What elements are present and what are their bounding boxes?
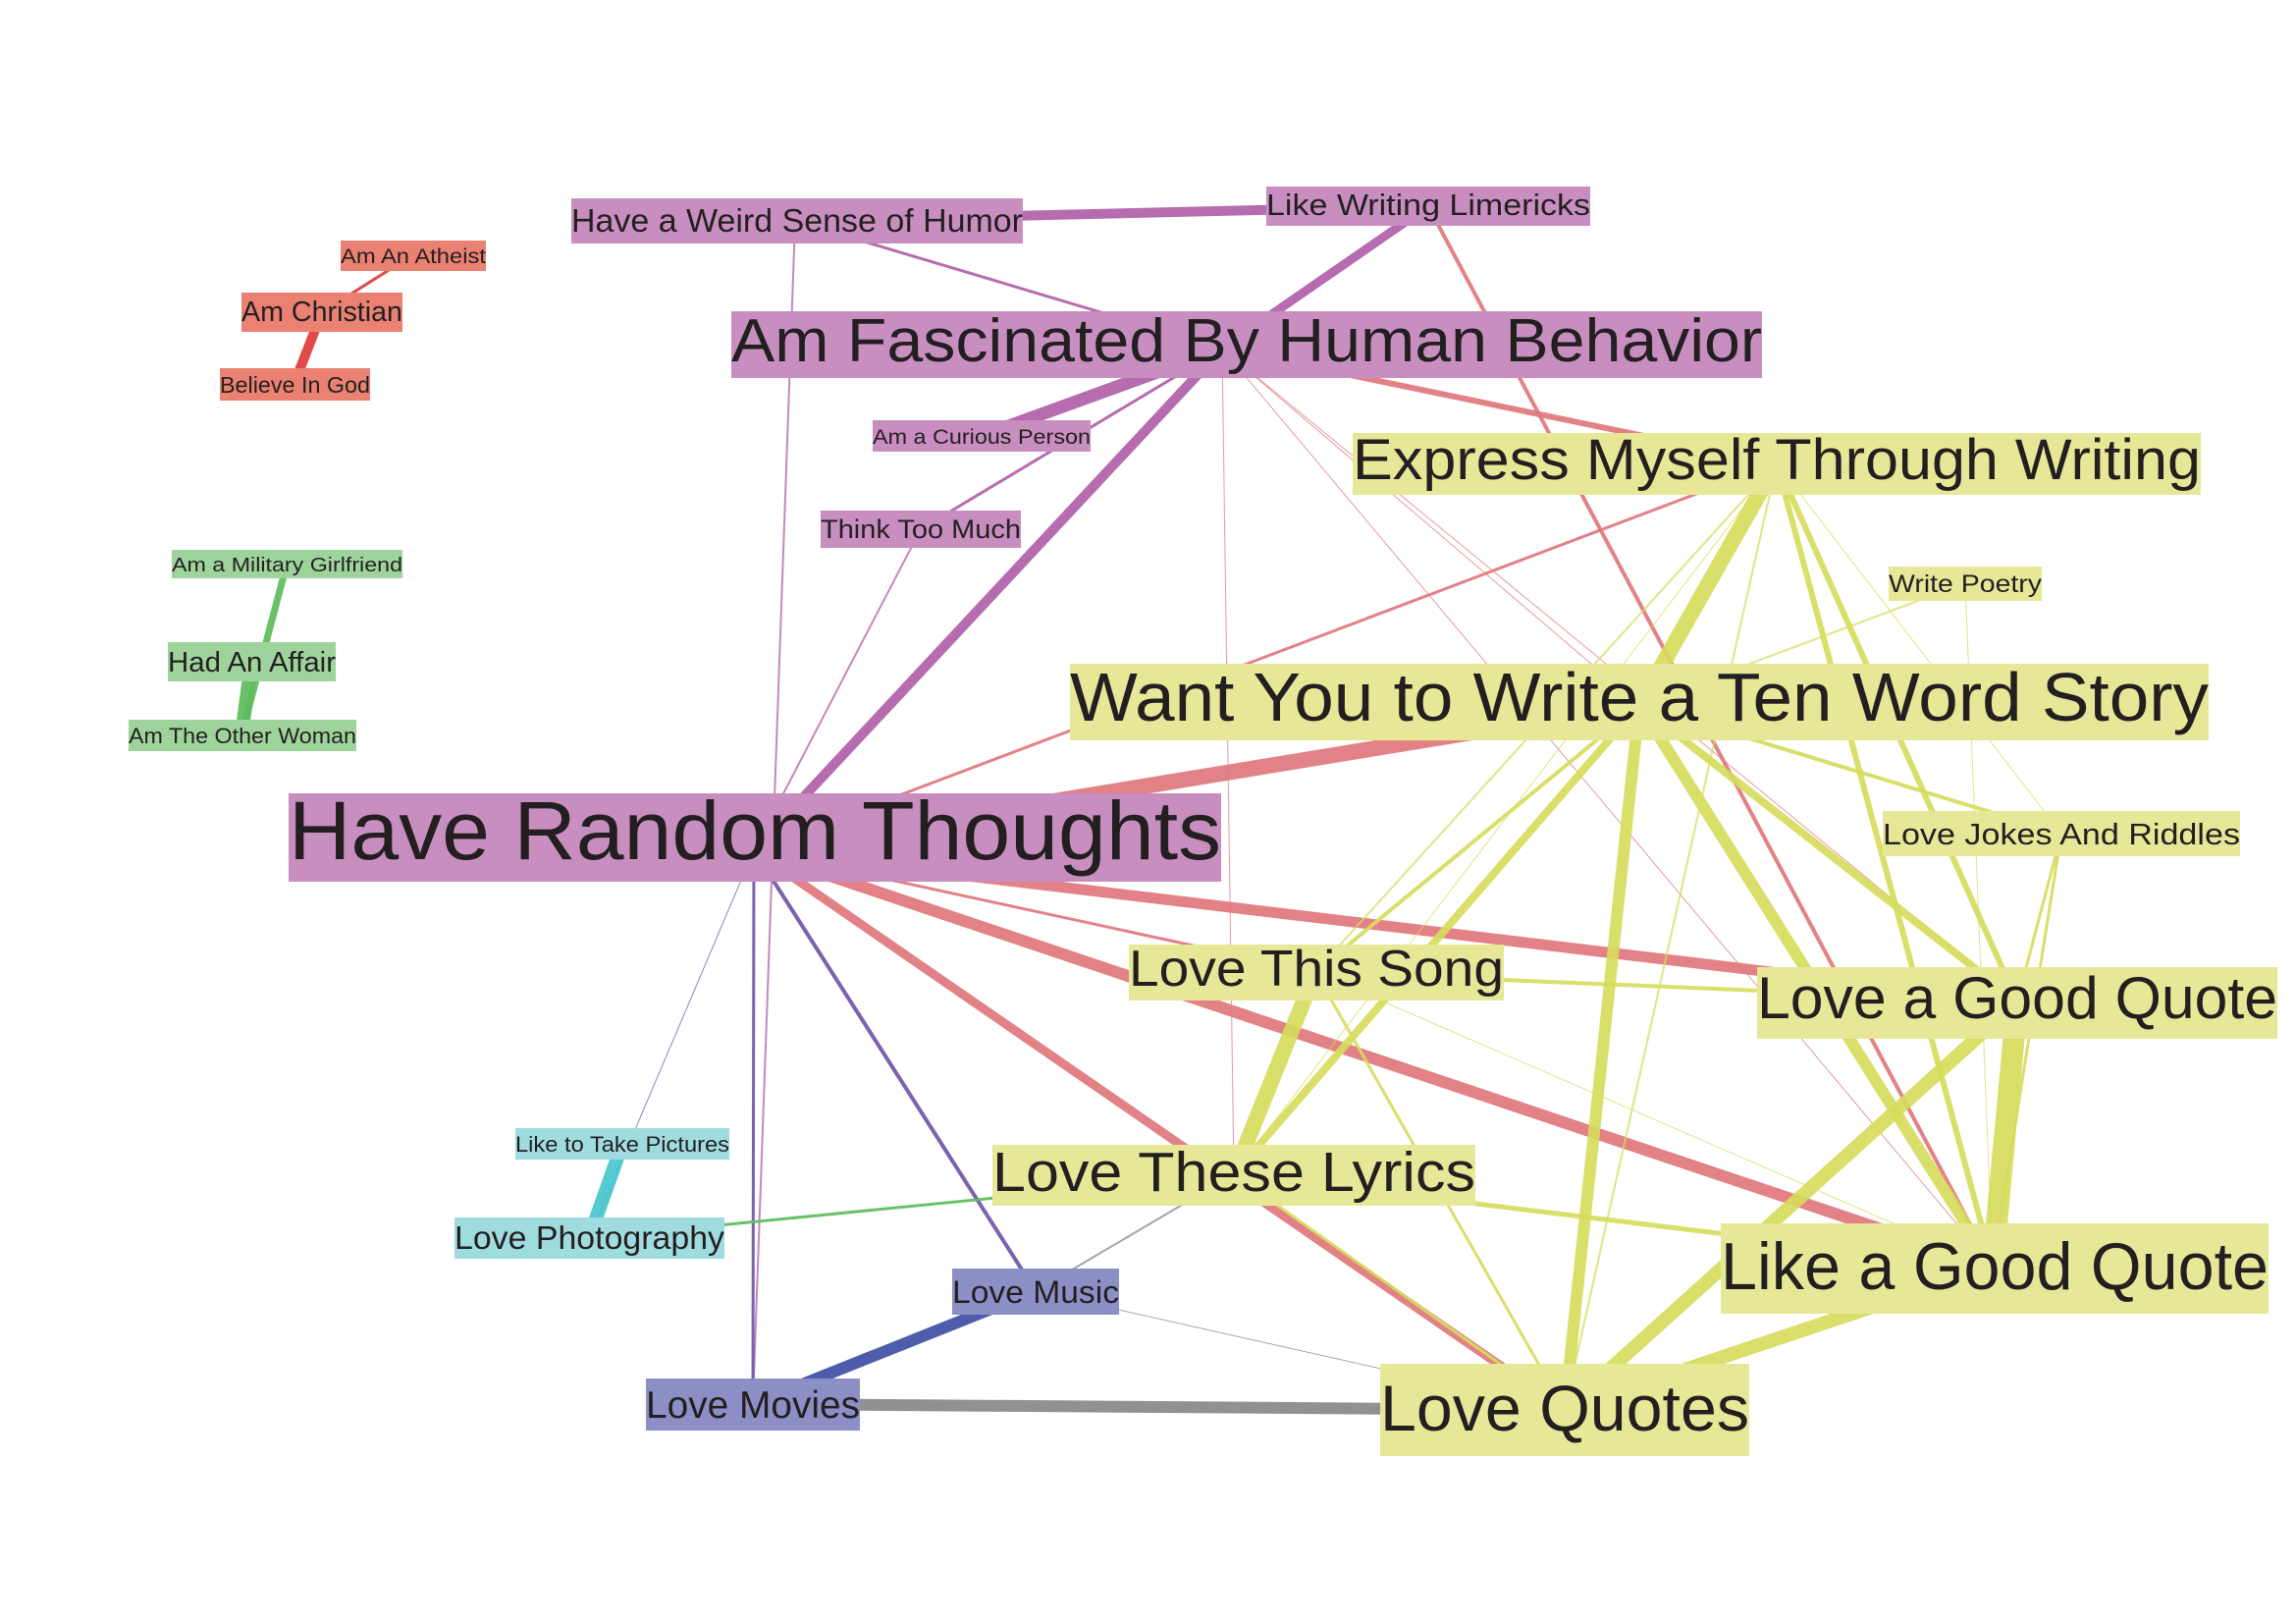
edge-love-this-song--like-a-good-quote [1314,971,1994,1268]
edge-am-fascinated-by-human-behavior--have-random-thoughts [750,345,1226,854]
node-label: Love This Song [1129,941,1504,998]
node-label: Am a Curious Person [873,426,1091,449]
edge-express-myself-through-writing--like-a-good-quote [1774,462,1996,1268]
node-had-an-affair[interactable]: Had An Affair [168,642,336,681]
node-am-a-curious-person[interactable]: Am a Curious Person [873,420,1091,452]
node-have-a-weird-sense-of-humor[interactable]: Have a Weird Sense of Humor [571,198,1023,243]
node-love-this-song[interactable]: Love This Song [1129,941,1504,1001]
node-label: Love Movies [646,1384,860,1427]
node-label: Am The Other Woman [129,724,356,748]
node-label-background [168,642,336,681]
node-label-background [1721,1223,2269,1314]
node-label-background [241,293,402,332]
node-label-background [873,420,1091,452]
node-label: Am An Atheist [341,245,486,268]
node-label: Write Poetry [1889,570,2043,598]
edge-want-you-to-write-a-ten-word-story--love-this-song [1313,703,1641,974]
node-label-background [289,793,1221,882]
node-label: Express Myself Through Writing [1353,428,2201,492]
edge-want-you-to-write-a-ten-word-story--love-a-good-quote [1636,701,2020,1005]
edge-have-random-thoughts--express-myself-through-writing [753,461,1778,852]
node-label: Like Writing Limericks [1266,188,1590,222]
node-label: Had An Affair [168,647,336,678]
node-label-background [646,1379,860,1431]
node-am-the-other-woman[interactable]: Am The Other Woman [129,720,356,751]
node-label-background [992,1145,1475,1206]
edge-have-random-thoughts--love-quotes [751,846,1568,1414]
node-label-background [129,720,356,751]
node-am-christian[interactable]: Am Christian [241,293,402,332]
edge-express-myself-through-writing--love-jokes-and-riddles [1776,462,2062,835]
node-express-myself-through-writing[interactable]: Express Myself Through Writing [1353,428,2201,495]
node-label-background [172,550,402,578]
node-want-you-to-write-a-ten-word-story[interactable]: Want You to Write a Ten Word Story [1070,659,2209,740]
node-like-a-good-quote[interactable]: Like a Good Quote [1721,1223,2269,1314]
node-love-photography[interactable]: Love Photography [454,1217,725,1259]
node-label: Am Christian [241,297,402,328]
node-label-background [1070,664,2209,740]
node-think-too-much[interactable]: Think Too Much [821,511,1021,548]
node-am-fascinated-by-human-behavior[interactable]: Am Fascinated By Human Behavior [731,307,1762,378]
node-love-quotes[interactable]: Love Quotes [1380,1364,1749,1456]
node-label: Believe In God [220,372,370,398]
edge-am-fascinated-by-human-behavior--love-these-lyrics [1221,348,1235,1175]
node-label: Love a Good Quote [1757,965,2277,1031]
edge-express-myself-through-writing--love-quotes [1564,462,1778,1411]
node-label: Have Random Thoughts [289,784,1221,877]
node-love-jokes-and-riddles[interactable]: Love Jokes And Riddles [1883,811,2240,856]
node-am-a-military-girlfriend[interactable]: Am a Military Girlfriend [172,550,402,578]
node-label-background [1889,567,2042,601]
node-label: Love Jokes And Riddles [1883,817,2240,851]
edge-want-you-to-write-a-ten-word-story--love-these-lyrics [1230,702,1643,1177]
node-layer: Have a Weird Sense of Humor Like Writing… [129,187,2277,1456]
edge-have-random-thoughts--love-movies [751,849,756,1405]
node-label: Am Fascinated By Human Behavior [731,307,1762,375]
node-love-movies[interactable]: Love Movies [646,1379,860,1431]
node-love-these-lyrics[interactable]: Love These Lyrics [992,1141,1475,1206]
node-label-background [341,241,486,271]
edge-have-random-thoughts--love-music [752,848,1038,1293]
edge-love-a-good-quote--like-a-good-quote [1982,1000,2028,1269]
node-label-background [515,1128,729,1160]
node-label: Love Music [952,1274,1119,1310]
node-label-background [571,198,1023,243]
node-label-background [454,1217,724,1259]
node-like-writing-limericks[interactable]: Like Writing Limericks [1266,187,1590,226]
node-label: Am a Military Girlfriend [172,555,402,576]
node-label: Love Photography [454,1219,725,1256]
edge-love-a-good-quote--love-quotes [1560,996,2022,1416]
node-label: Like a Good Quote [1721,1229,2269,1304]
node-label-background [1757,967,2277,1039]
node-label-background [821,511,1021,548]
node-label-background [952,1269,1119,1315]
node-label: Love These Lyrics [992,1141,1475,1204]
node-label-background [1353,433,2201,495]
node-label: Like to Take Pictures [515,1132,729,1157]
node-am-an-atheist[interactable]: Am An Atheist [341,241,486,271]
node-label-background [220,368,370,401]
node-love-a-good-quote[interactable]: Love a Good Quote [1757,965,2277,1039]
node-label: Think Too Much [821,514,1021,544]
edge-love-this-song--love-these-lyrics [1226,969,1323,1177]
node-label: Want You to Write a Ten Word Story [1070,659,2209,735]
node-like-to-take-pictures[interactable]: Like to Take Pictures [515,1128,729,1160]
edge-express-myself-through-writing--love-these-lyrics [1233,462,1778,1175]
node-love-music[interactable]: Love Music [952,1269,1119,1315]
node-label-background [731,311,1762,378]
node-label: Have a Weird Sense of Humor [571,202,1023,239]
node-label-background [1266,187,1590,226]
node-have-random-thoughts[interactable]: Have Random Thoughts [289,784,1221,882]
edge-am-fascinated-by-human-behavior--like-a-good-quote [1221,348,1994,1268]
node-believe-in-god[interactable]: Believe In God [220,368,370,401]
node-label: Love Quotes [1380,1372,1749,1444]
node-label-background [1883,811,2240,856]
node-label-background [1380,1364,1749,1456]
edge-want-you-to-write-a-ten-word-story--love-quotes [1559,704,1645,1411]
edge-am-fascinated-by-human-behavior--want-you-to-write-a-ten-word-story [1221,348,1640,706]
node-label-background [1129,945,1504,1001]
edge-have-random-thoughts--like-a-good-quote [752,844,1995,1272]
node-write-poetry[interactable]: Write Poetry [1889,567,2043,601]
